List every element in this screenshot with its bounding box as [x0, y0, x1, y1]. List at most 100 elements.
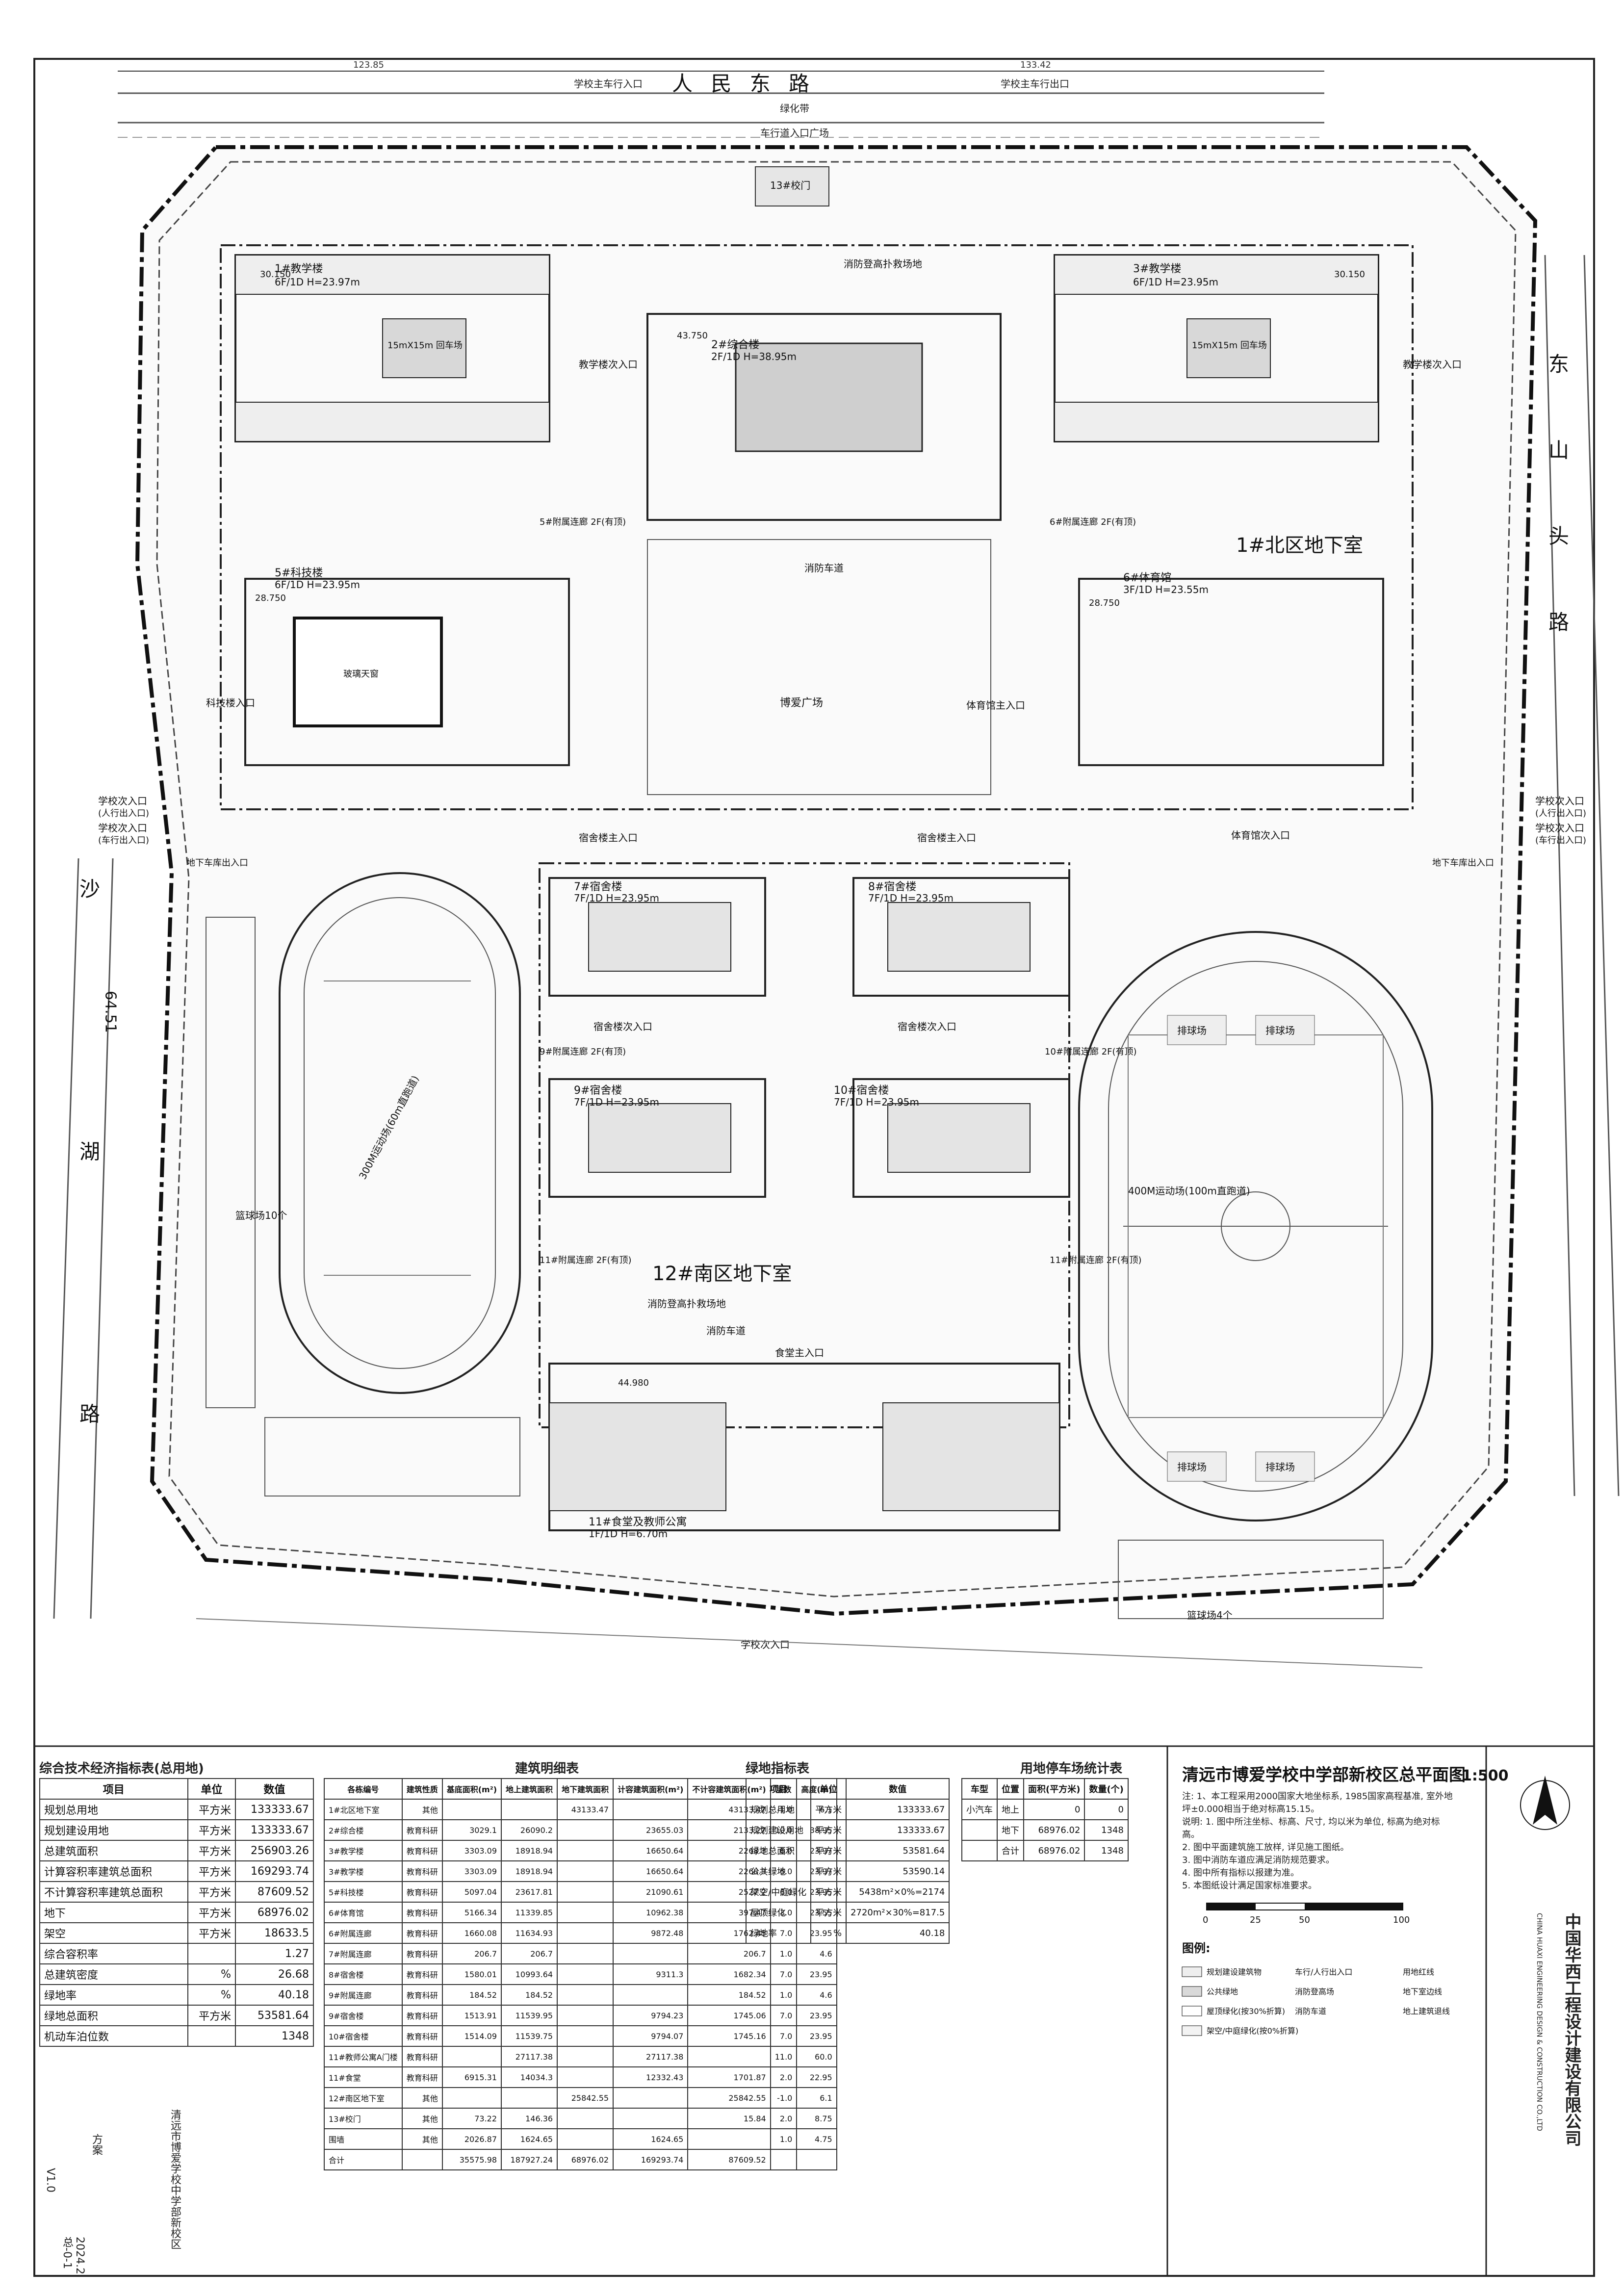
legend-5: 消防登高场	[1295, 1987, 1334, 1996]
table_build-cell: 1.0	[770, 2128, 798, 2150]
table_parking-header-cell: 位置	[997, 1778, 1024, 1800]
table_parking-cell: 地下	[997, 1819, 1024, 1841]
table_build-cell: 7#附属连廊	[324, 1943, 403, 1964]
b7-spec: 7F/1D H=23.95m	[574, 892, 659, 904]
corridor-11a-label: 11#附属连廊 2F(有顶)	[540, 1255, 632, 1265]
building-10: 10#宿舍楼 7F/1D H=23.95m 10#附属连廊 2F(有顶)	[834, 1047, 1137, 1198]
table_build-cell	[557, 1840, 614, 1861]
table_green-cell: 5438m²×0%=2174	[846, 1881, 950, 1903]
table_econ-cell: 1.27	[235, 1943, 314, 1964]
table_build-cell: 16650.64	[613, 1860, 689, 1882]
table_build-cell	[613, 1984, 689, 2006]
table_build-cell: 1660.08	[441, 1922, 502, 1944]
b2-elev: 43.750	[677, 331, 708, 341]
parking-table-caption: 用地停车场统计表	[1020, 1761, 1123, 1776]
table_build-cell: 1624.65	[613, 2128, 689, 2150]
table_build-cell	[441, 2087, 502, 2109]
legend-2: 车行/人行出入口	[1295, 1967, 1352, 1977]
note-1: 注: 1、本工程采用2000国家大地坐标系, 1985国家高程基准, 室外地坪±…	[1182, 1791, 1453, 1814]
table_build-cell: 146.36	[501, 2108, 558, 2129]
table_econ-cell: 平方米	[187, 1840, 236, 1861]
table_econ-cell: 平方米	[187, 1819, 236, 1841]
drawing-date: 2024.2	[74, 2237, 86, 2274]
fire-site-label-north: 消防登高扑救场地	[844, 258, 922, 270]
note-4: 3. 图中消防车道应满足消防规范要求。	[1182, 1855, 1335, 1865]
table_build-cell: 9794.23	[613, 2005, 689, 2026]
left-entry-ped: 学校次入口	[98, 795, 147, 807]
table_build-cell: 4.6	[796, 1943, 837, 1964]
b1-spec: 6F/1D H=23.97m	[275, 276, 360, 288]
table_build-cell	[441, 1799, 502, 1820]
table_parking-cell: 小汽车	[961, 1799, 998, 1820]
table_econ-header-cell: 项目	[39, 1778, 188, 1800]
b6-spec: 3F/1D H=23.55m	[1123, 584, 1209, 595]
fire-lane-label-north: 消防车道	[804, 562, 844, 574]
building-6: 6#体育馆 3F/1D H=23.55m 28.750 6#附属连廊 2F(有顶…	[1050, 517, 1384, 766]
table_green-cell: 平方米	[810, 1902, 847, 1923]
b9-name: 9#宿舍楼	[574, 1084, 622, 1097]
table_build-cell	[557, 2066, 614, 2088]
b5-elev: 28.750	[255, 593, 286, 603]
table_parking-cell	[961, 1819, 998, 1841]
table_build-cell: 9#附属连廊	[324, 1984, 403, 2006]
table_build-cell	[770, 2149, 798, 2170]
b10-name: 10#宿舍楼	[834, 1084, 889, 1097]
basketball-courts-right	[1118, 1540, 1384, 1619]
table_build-cell: 206.7	[501, 1943, 558, 1964]
building-2: 2#综合楼 2F/1D H=38.95m 43.750	[646, 313, 1002, 521]
table_parking-cell: 68976.02	[1023, 1840, 1085, 1861]
table_build-header-cell: 各栋编号	[324, 1778, 403, 1800]
right-entry-veh-sub: (车行出入口)	[1535, 835, 1586, 846]
table_build-cell: 教育科研	[401, 1984, 443, 2006]
b9-spec: 7F/1D H=23.95m	[574, 1096, 659, 1108]
table_build-cell: 16650.64	[613, 1840, 689, 1861]
table_build-cell: 11539.75	[501, 2025, 558, 2047]
b3-court: 15mX15m 回车场	[1192, 340, 1267, 351]
table_build-header-cell: 地上建筑面积	[501, 1778, 558, 1800]
table_econ-cell: 地下	[39, 1902, 188, 1923]
table_build-cell: 12332.43	[613, 2066, 689, 2088]
legend-box: 规划建设建筑物 车行/人行出入口 用地红线 公共绿地 消防登高场 地下室边线 屋…	[1182, 1966, 1450, 2036]
table_parking-cell: 0	[1023, 1799, 1085, 1820]
table_build-cell: 18918.94	[501, 1840, 558, 1861]
table_build-cell: 25842.55	[687, 2087, 771, 2109]
b8-name: 8#宿舍楼	[868, 881, 916, 893]
top-right-exit-label: 学校主车行出口	[1001, 78, 1069, 90]
table_build-cell: 1513.91	[441, 2005, 502, 2026]
table_build-cell: 22.95	[796, 2066, 837, 2088]
table_build-cell: 11539.95	[501, 2005, 558, 2026]
table_econ-cell	[187, 2025, 236, 2047]
table_build-cell: 3029.1	[441, 1819, 502, 1841]
table_build-cell: 其他	[401, 2087, 443, 2109]
table_build-cell: 25842.55	[557, 2087, 614, 2109]
table_econ-cell: 68976.02	[235, 1902, 314, 1923]
table_build-cell	[557, 2005, 614, 2026]
table_green-cell: 133333.67	[846, 1799, 950, 1820]
table_build-cell: 73.22	[441, 2108, 502, 2129]
table_build-cell: 11#食堂	[324, 2066, 403, 2088]
volleyball-2: 排球场	[1265, 1025, 1295, 1036]
left-garage-entry: 地下车库出入口	[186, 858, 248, 868]
table_econ-cell: 平方米	[187, 1799, 236, 1820]
table_build-cell: 教育科研	[401, 2025, 443, 2047]
table_build-cell	[613, 2108, 689, 2129]
table_build-cell	[613, 1799, 689, 1820]
table_build-cell: 9794.07	[613, 2025, 689, 2047]
table_build-cell	[557, 1902, 614, 1923]
scale-tick-0: 0	[1203, 1915, 1208, 1925]
build-table-caption: 建筑明细表	[515, 1761, 579, 1776]
note-3: 2. 图中平面建筑施工放样, 详见施工图纸。	[1182, 1842, 1349, 1853]
legend-1: 规划建设建筑物	[1207, 1967, 1262, 1977]
b2-name: 2#综合楼	[711, 339, 759, 351]
scale-tick-100: 100	[1393, 1915, 1410, 1925]
b5-spec: 6F/1D H=23.95m	[275, 579, 360, 591]
fire-site-label-south: 消防登高扑救场地	[647, 1298, 726, 1310]
table_econ-cell: 平方米	[187, 2005, 236, 2026]
